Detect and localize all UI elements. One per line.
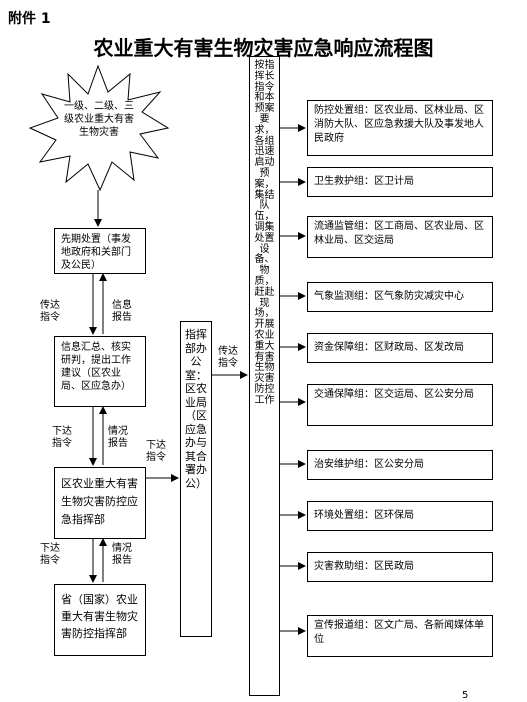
starburst-text: 一级、二级、三级农业重大有害生物灾害 [64, 101, 134, 138]
relief-group-box: 灾害救助组：区民政局 [307, 552, 493, 582]
central-action-column: 按指挥长指令和本预案要求，各组迅速启动预案，集结队伍，调集处置设备、物质，赶赴现… [249, 56, 280, 696]
transmit-order-label: 传达指令 [40, 300, 60, 323]
provincial-command-box: 省（国家）农业重大有害生物灾害防控指挥部 [54, 584, 146, 656]
appendix-label: 附件 1 [8, 11, 51, 27]
weather-group-box: 气象监测组：区气象防灾减灾中心 [307, 282, 493, 312]
district-command-box: 区农业重大有害生物灾害防控应急指挥部 [54, 467, 146, 539]
issue-order-label: 下达指令 [52, 426, 72, 449]
traffic-group-box: 交通保障组：区交运局、区公安分局 [307, 384, 493, 426]
info-report-label: 信息报告 [112, 300, 132, 323]
early-response-box: 先期处置（事发地政府和关部门及公民） [54, 228, 146, 274]
command-office-text: 指挥部办公室：区农业局（区应急办与其合署办公） [185, 328, 207, 490]
page-number: 5 [462, 690, 469, 701]
circulation-group-box: 流通监管组：区工商局、区农业局、区林业局、区交运局 [307, 216, 493, 258]
central-action-text: 按指挥长指令和本预案要求，各组迅速启动预案，集结队伍，调集处置设备、物质，赶赴现… [254, 60, 275, 406]
prevention-group-box: 防控处置组：区农业局、区林业局、区消防大队、区应急救援大队及事发地人民政府 [307, 100, 493, 156]
situation-report-label-2: 情况报告 [112, 543, 132, 566]
command-office-box: 指挥部办公室：区农业局（区应急办与其合署办公） [180, 321, 212, 637]
environment-group-box: 环境处置组：区环保局 [307, 501, 493, 531]
security-group-box: 治安维护组：区公安分局 [307, 450, 493, 480]
issue-order-label-2: 下达指令 [146, 440, 166, 463]
info-analysis-box: 信息汇总、核实研判，提出工作建议（区农业局、区应急办） [54, 336, 146, 407]
medical-group-box: 卫生救护组：区卫计局 [307, 167, 493, 197]
starburst-shape [28, 64, 170, 192]
transmit-order-label-2: 传达指令 [218, 346, 238, 369]
situation-report-label: 情况报告 [108, 426, 128, 449]
funding-group-box: 资金保障组：区财政局、区发改局 [307, 333, 493, 363]
publicity-group-box: 宣传报道组：区文广局、各新闻媒体单位 [307, 615, 493, 657]
issue-order-label-3: 下达指令 [40, 543, 60, 566]
